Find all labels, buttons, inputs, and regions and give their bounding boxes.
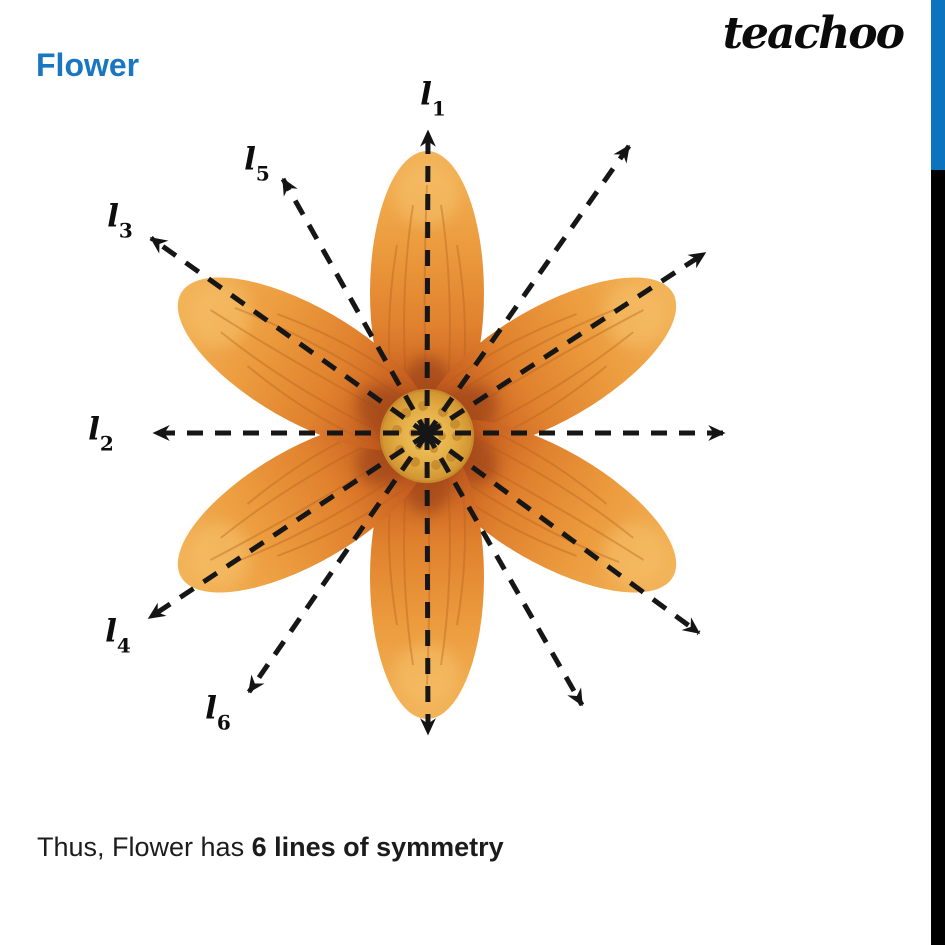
label-l3-base: l	[107, 198, 119, 235]
page-title: Flower	[36, 47, 140, 83]
label-l5-sub: 5	[255, 161, 270, 186]
label-l2-base: l	[88, 411, 100, 448]
label-l1: l1	[420, 76, 446, 119]
symmetry-line-l3-upper-left	[149, 235, 429, 437]
label-l4-base: l	[105, 613, 117, 650]
label-l6-sub: 6	[216, 710, 231, 735]
symmetry-line-l6-lower-left	[246, 432, 430, 694]
teachoo-logo: teachoo	[722, 8, 905, 59]
label-l3-sub: 3	[118, 218, 133, 243]
symmetry-lines	[147, 129, 726, 736]
label-l1-sub: 1	[431, 96, 446, 121]
symmetry-line-l5-lower-right	[424, 432, 585, 707]
conclusion-text-regular: Thus, Flower has	[37, 832, 252, 862]
label-l4-sub: 4	[116, 633, 131, 658]
label-l6: l6	[205, 690, 231, 733]
symmetry-line-l3-lower-right	[425, 431, 701, 636]
symmetry-line-l5-upper-left	[280, 177, 430, 436]
symmetry-line-l1-down	[419, 433, 436, 736]
label-l5: l5	[244, 141, 270, 184]
conclusion-text-bold: 6 lines of symmetry	[251, 832, 504, 862]
right-accent-bar-blue	[931, 0, 945, 170]
label-l2-sub: 2	[99, 431, 114, 456]
label-l2: l2	[88, 411, 114, 454]
label-l3: l3	[107, 198, 133, 241]
label-l4: l4	[105, 613, 131, 656]
right-accent-bar-black	[931, 170, 945, 945]
label-l1-base: l	[420, 76, 432, 113]
label-l6-base: l	[205, 690, 217, 727]
label-l5-base: l	[244, 141, 256, 178]
conclusion-text: Thus, Flower has 6 lines of symmetry	[37, 832, 504, 863]
symmetry-line-l6-upper-right	[424, 144, 632, 436]
symmetry-line-l1-up	[419, 129, 436, 435]
